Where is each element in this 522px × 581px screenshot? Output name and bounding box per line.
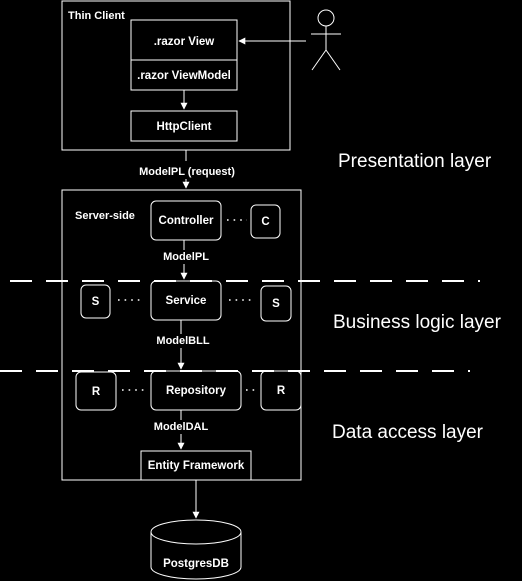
repository-right-label: R [277,385,286,397]
repository-label: Repository [166,385,227,397]
service-box [150,280,222,321]
data-access-layer-label: Data access layer [332,422,484,443]
model-pl-request-label: ModelPL (request) [139,166,235,178]
service-left-label: S [92,296,100,308]
repository-left-label: R [92,386,101,398]
razor-view-label: .razor View [154,36,215,48]
service-left-box [80,284,111,319]
model-pl-label: ModelPL [163,251,209,263]
repository-box [150,370,242,411]
model-dal-label: ModelDAL [154,421,209,433]
httpclient-label: HttpClient [157,121,212,133]
razor-viewmodel-label: .razor ViewModel [137,70,231,82]
service-right-box [260,285,292,322]
model-bll-label: ModelBLL [156,335,209,347]
thin-client-title: Thin Client [68,10,125,22]
user-actor-icon [311,9,341,71]
database-label: PostgresDB [163,558,229,570]
server-side-title: Server-side [75,210,135,222]
thin-client-container [61,0,291,151]
service-label: Service [166,295,207,307]
entity-framework-label: Entity Framework [148,460,245,472]
repository-right-box [260,370,302,411]
controller-box [150,200,222,241]
presentation-layer-label: Presentation layer [338,151,492,172]
business-layer-label: Business logic layer [333,312,502,333]
controller-more-label: C [261,216,269,228]
controller-more-box [250,204,281,239]
service-right-label: S [272,298,280,310]
database-cylinder-icon [150,519,242,580]
repository-left-box [75,371,117,411]
controller-label: Controller [159,215,214,227]
httpclient-box [130,110,238,142]
